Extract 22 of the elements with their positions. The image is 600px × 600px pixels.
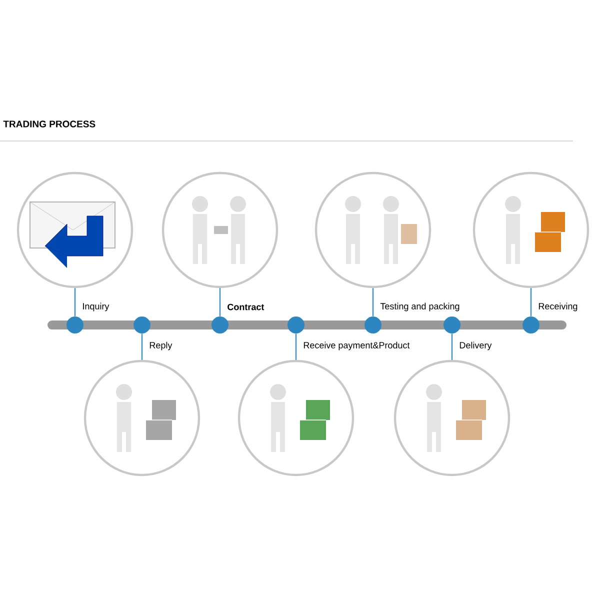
connector-line <box>141 334 143 360</box>
step-label: Receive payment&Product <box>304 342 410 350</box>
step-label: Reply <box>150 342 172 350</box>
step-label: Contract <box>228 304 264 310</box>
connector-line <box>219 288 221 316</box>
step-label: Testing and packing <box>380 302 460 312</box>
connector-line <box>530 288 532 316</box>
timeline-dot <box>134 316 150 334</box>
step-label: Delivery <box>460 342 492 350</box>
connector-line <box>74 288 76 316</box>
step-label: Inquiry <box>83 302 110 312</box>
timeline-dot <box>522 316 540 334</box>
connector-line <box>295 334 297 360</box>
connector-line <box>372 288 374 316</box>
title: TRADING PROCESS <box>3 120 96 128</box>
timeline-dot <box>444 316 460 334</box>
timeline-dot <box>212 316 228 334</box>
step-label: Receiving <box>538 302 578 312</box>
timeline-dot <box>364 316 382 334</box>
connector-line <box>451 334 453 360</box>
timeline-dot <box>66 316 84 334</box>
timeline-dot <box>288 316 304 334</box>
